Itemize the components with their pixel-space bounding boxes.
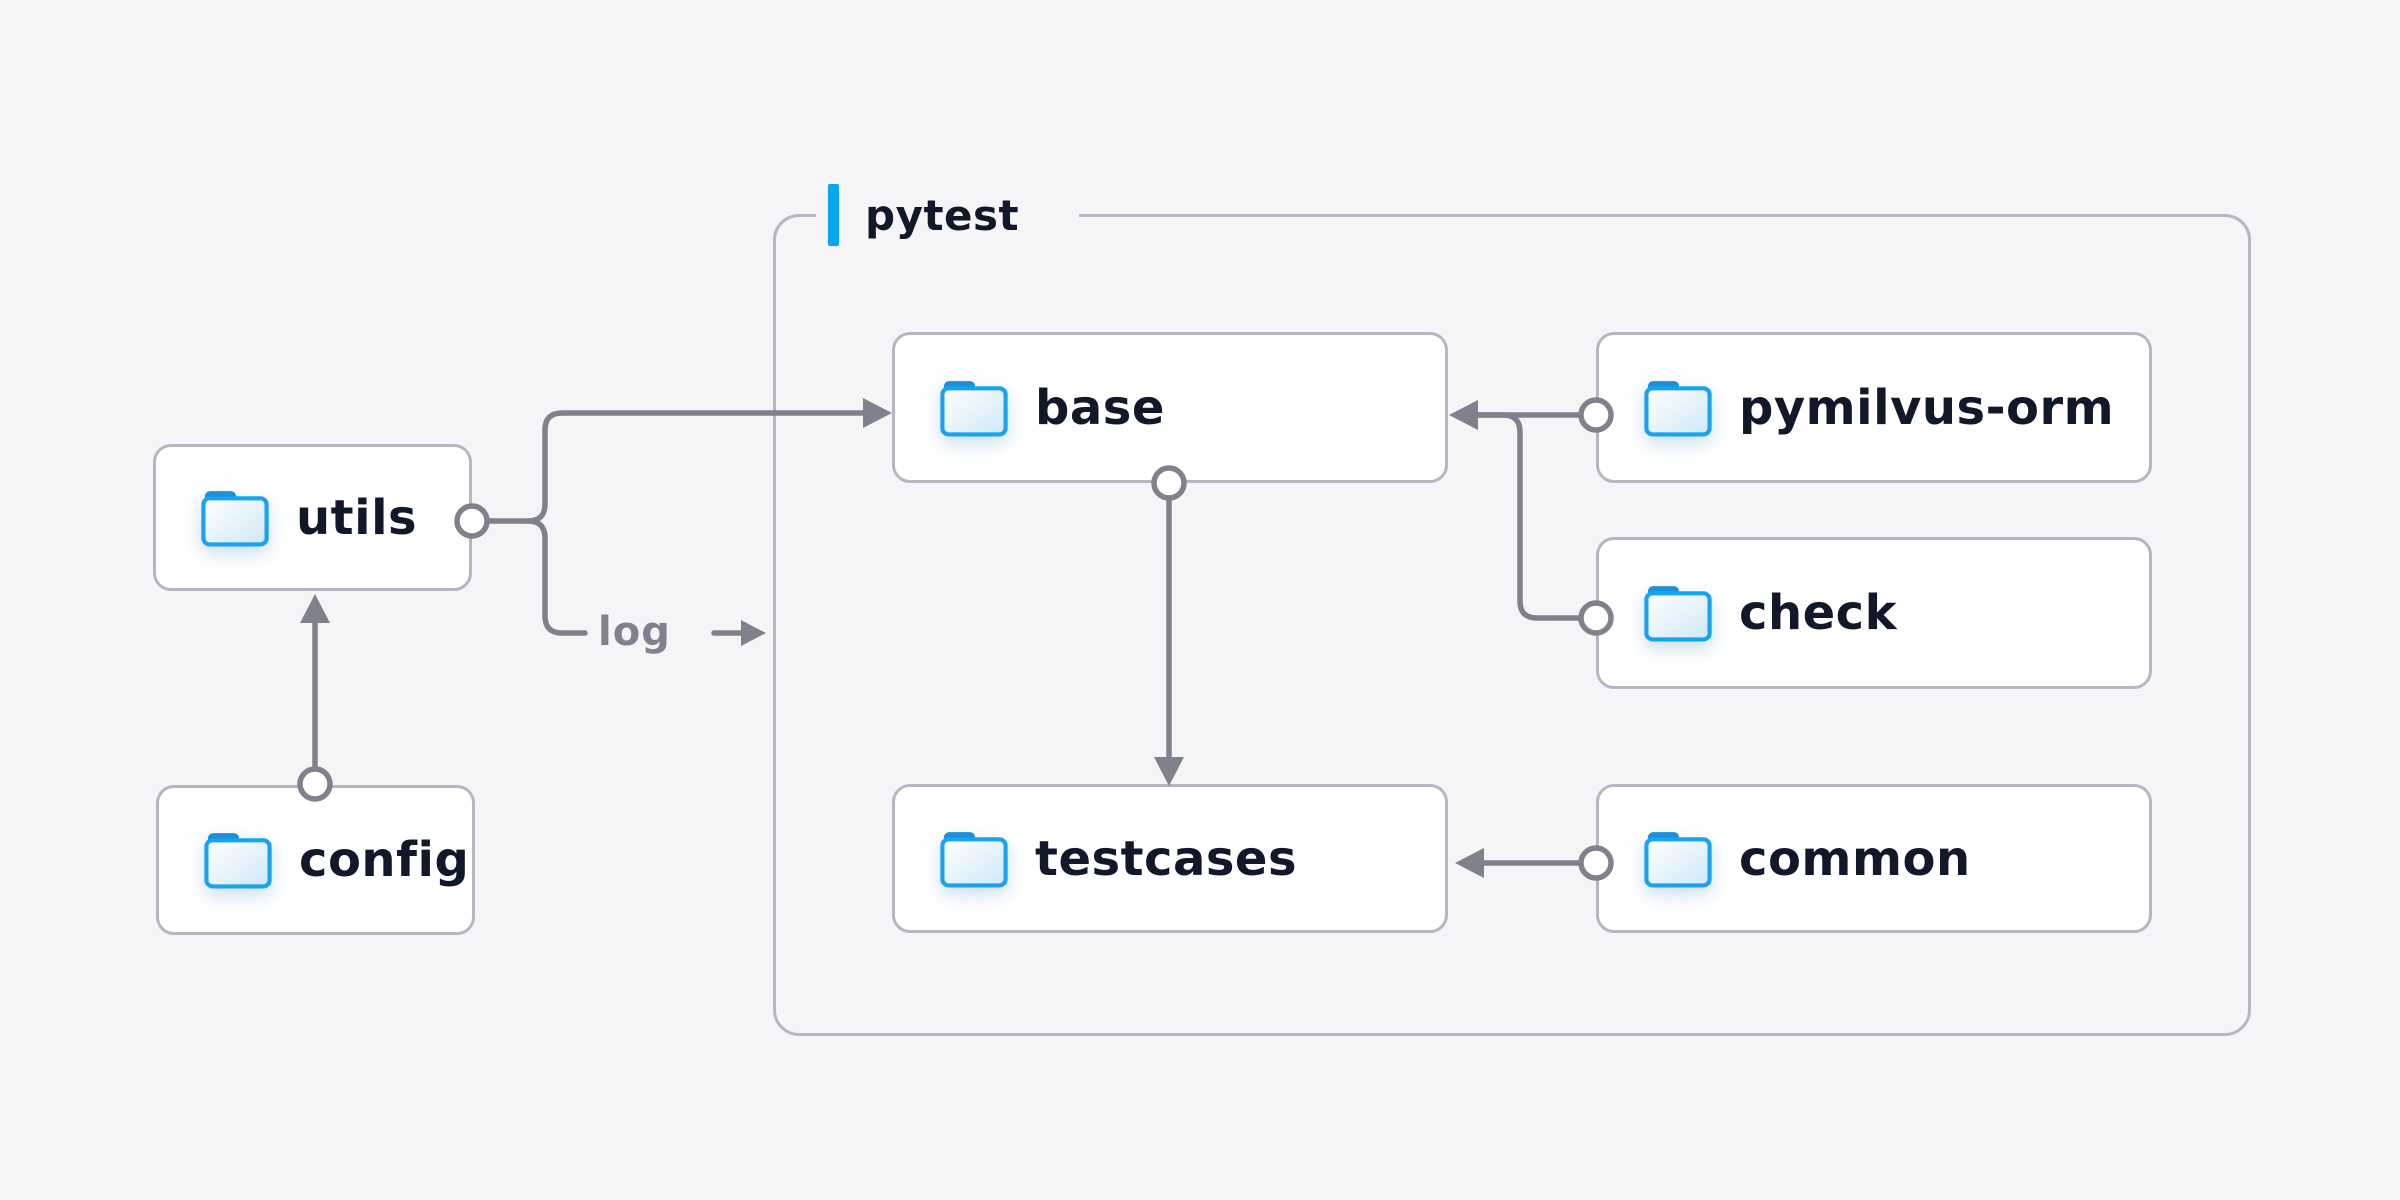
edge-utils-log [525,518,588,636]
log-arrowhead [741,620,766,646]
node-label: base [1035,379,1165,436]
folder-icon [940,380,1008,436]
node-check: check [1596,537,2152,689]
node-label: check [1739,585,1898,641]
pytest-group-label: pytest [816,183,1080,247]
node-testcases: testcases [892,784,1448,933]
folder-icon [201,490,269,546]
group-title: pytest [865,190,1020,240]
folder-icon [1644,380,1712,436]
node-base: base [892,332,1448,483]
node-common: common [1596,784,2152,933]
node-label: utils [296,489,418,546]
folder-icon [204,833,272,889]
node-config: config [156,785,475,935]
pytest-group-box [773,214,2251,1036]
node-label: testcases [1035,830,1298,887]
node-pymilvus-orm: pymilvus-orm [1596,332,2152,483]
node-label: config [299,832,470,888]
arrowhead-into-utils [300,594,330,623]
folder-icon [1644,586,1712,642]
log-edge-label: log [598,609,671,655]
node-label: common [1739,830,1971,887]
node-label: pymilvus-orm [1739,379,2115,436]
accent-bar [828,184,839,246]
folder-icon [1644,831,1712,887]
node-utils: utils [153,444,472,591]
folder-icon [940,831,1008,887]
